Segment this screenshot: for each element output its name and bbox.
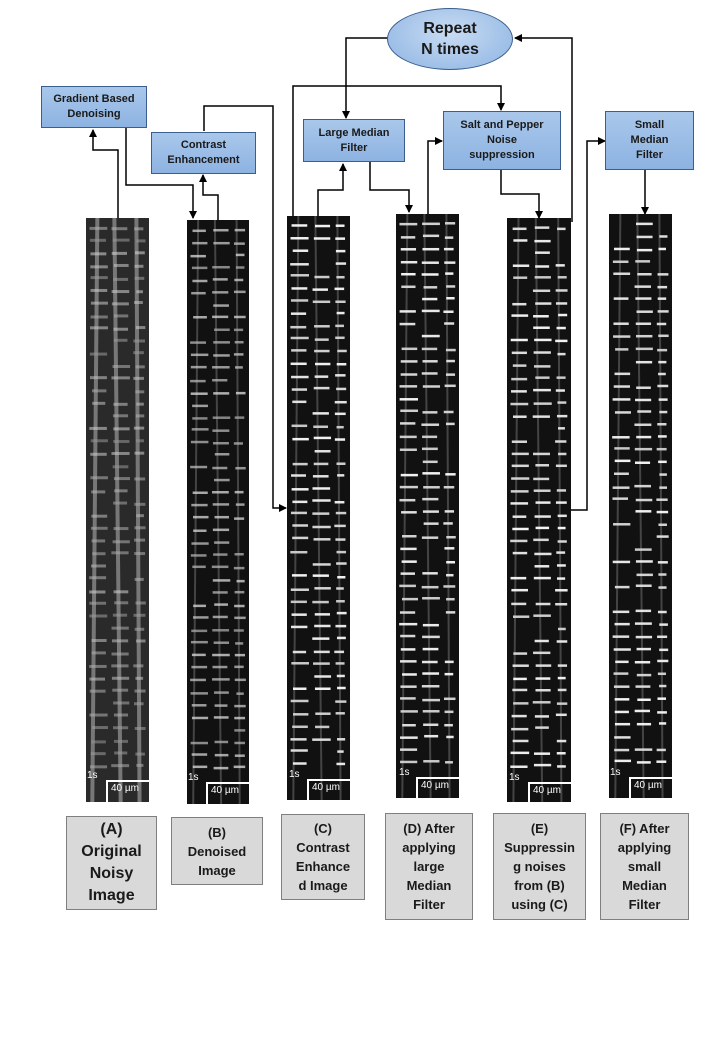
scale-label: 40 µm	[634, 780, 662, 791]
strip-f: 1s 40 µm	[609, 214, 672, 798]
scale-label: 40 µm	[421, 780, 449, 791]
contrast-enhancement-box: Contrast Enhancement	[151, 132, 256, 174]
scale-label: 40 µm	[533, 785, 561, 796]
caption-c: (C) Contrast Enhance d Image	[281, 814, 365, 900]
kymograph-texture	[396, 214, 459, 798]
caption-f: (F) After applying small Median Filter	[600, 813, 689, 920]
arrow-d-to-salt	[427, 137, 443, 214]
salt-pepper-suppression-box: Salt and Pepper Noise suppression	[443, 111, 561, 170]
time-label: 1s	[289, 769, 300, 780]
arrow-repeat-to-large	[342, 37, 388, 119]
large-median-filter-box: Large Median Filter	[303, 119, 405, 162]
arrow-large-to-d	[369, 162, 413, 213]
time-label: 1s	[188, 772, 199, 783]
caption-a: (A) Original Noisy Image	[66, 816, 157, 910]
arrow-salt-to-e	[500, 170, 543, 219]
repeat-n-times-oval: Repeat N times	[387, 8, 513, 70]
kymograph-texture	[86, 218, 149, 802]
time-label: 1s	[399, 767, 410, 778]
caption-e: (E) Suppressin g noises from (B) using (…	[493, 813, 586, 920]
arrow-c-to-salt	[292, 85, 505, 216]
time-label: 1s	[509, 772, 520, 783]
scale-bar: 40 µm	[206, 782, 249, 804]
scale-bar: 40 µm	[528, 782, 571, 802]
arrow-contrast-to-c	[203, 105, 287, 512]
scale-bar: 40 µm	[106, 780, 149, 802]
scale-label: 40 µm	[111, 783, 139, 794]
small-median-filter-box: Small Median Filter	[605, 111, 694, 170]
strip-c: 1s 40 µm	[287, 216, 350, 800]
strip-b: 1s 40 µm	[187, 220, 249, 804]
scale-bar: 40 µm	[307, 779, 350, 800]
arrow-gradient-to-b	[125, 128, 197, 219]
time-label: 1s	[87, 770, 98, 781]
scale-label: 40 µm	[312, 782, 340, 793]
strip-a: 1s 40 µm	[86, 218, 149, 802]
arrow-b-to-contrast	[199, 174, 219, 220]
arrow-c-to-large	[317, 163, 347, 216]
kymograph-texture	[287, 216, 350, 800]
arrow-e-to-repeat	[514, 34, 573, 222]
kymograph-texture	[187, 220, 249, 804]
strip-d: 1s 40 µm	[396, 214, 459, 798]
scale-bar: 40 µm	[629, 777, 672, 798]
arrow-a-to-gradient	[89, 129, 119, 218]
scale-label: 40 µm	[211, 785, 239, 796]
kymograph-texture	[609, 214, 672, 798]
caption-d: (D) After applying large Median Filter	[385, 813, 473, 920]
gradient-denoising-box: Gradient Based Denoising	[41, 86, 147, 128]
kymograph-texture	[507, 218, 571, 802]
strip-e: 1s 40 µm	[507, 218, 571, 802]
caption-b: (B) Denoised Image	[171, 817, 263, 885]
scale-bar: 40 µm	[416, 777, 459, 798]
time-label: 1s	[610, 767, 621, 778]
arrow-e-to-small	[570, 137, 606, 511]
